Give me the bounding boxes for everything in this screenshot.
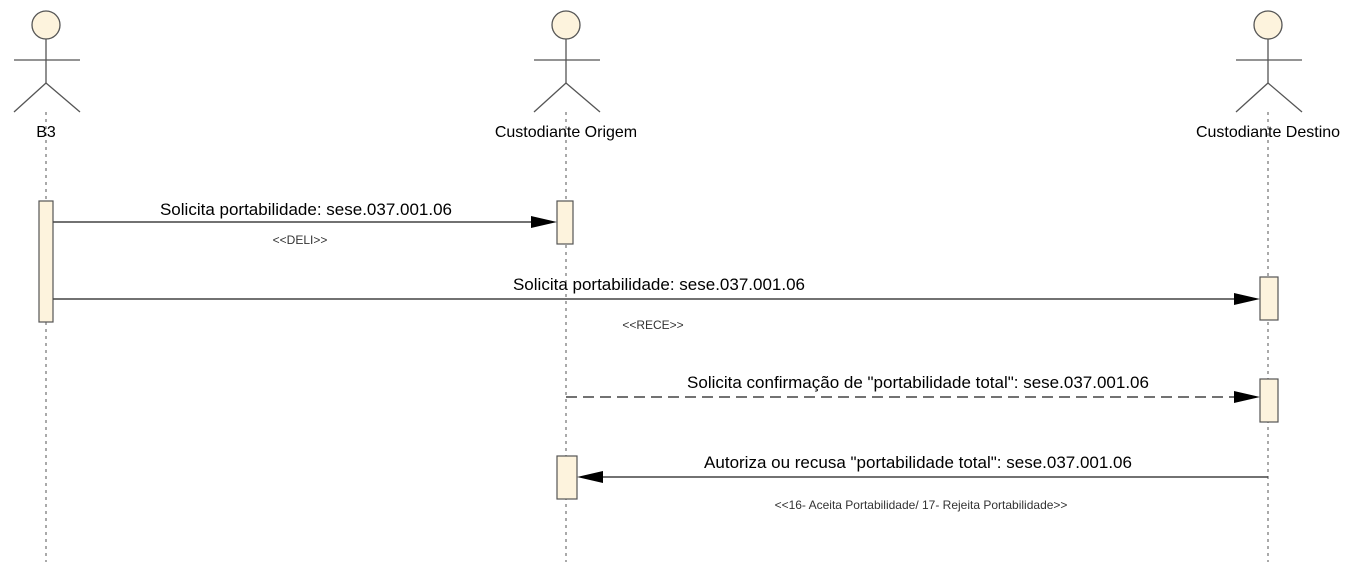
actor-name-custodiante-destino: Custodiante Destino (1196, 124, 1340, 141)
message-2: Solicita portabilidade: sese.037.001.06 … (53, 275, 1260, 332)
actor-custodiante-destino: Custodiante Destino (1196, 10, 1340, 141)
message-3: Solicita confirmação de "portabilidade t… (566, 373, 1260, 403)
actor-b3: B3 (13, 10, 81, 141)
actor-head-icon (31, 10, 61, 40)
activation-bar-destino-2 (1259, 378, 1279, 423)
message-1-stereotype: <<DELI>> (273, 233, 328, 247)
actor-head-icon (1253, 10, 1283, 40)
actor-name-custodiante-origem: Custodiante Origem (495, 124, 637, 141)
arrowhead-icon (1234, 293, 1260, 305)
message-3-label: Solicita confirmação de "portabilidade t… (687, 373, 1149, 392)
activation-bar-destino-1 (1259, 276, 1279, 321)
arrowhead-icon (531, 216, 557, 228)
arrowhead-icon (577, 471, 603, 483)
message-1-label: Solicita portabilidade: sese.037.001.06 (160, 200, 452, 219)
activation-bar-origem-2 (556, 455, 578, 500)
actor-name-b3: B3 (36, 124, 56, 141)
message-2-stereotype: <<RECE>> (622, 318, 683, 332)
message-4-stereotype: <<16- Aceita Portabilidade/ 17- Rejeita … (775, 498, 1068, 512)
message-4: Autoriza ou recusa "portabilidade total"… (577, 453, 1268, 512)
message-4-label: Autoriza ou recusa "portabilidade total"… (704, 453, 1132, 472)
activation-bar-origem-1 (556, 200, 574, 245)
actor-head-icon (551, 10, 581, 40)
activation-bar-b3 (38, 200, 54, 323)
actor-custodiante-origem: Custodiante Origem (495, 10, 637, 141)
arrowhead-icon (1234, 391, 1260, 403)
message-2-label: Solicita portabilidade: sese.037.001.06 (513, 275, 805, 294)
message-1: Solicita portabilidade: sese.037.001.06 … (53, 200, 557, 247)
